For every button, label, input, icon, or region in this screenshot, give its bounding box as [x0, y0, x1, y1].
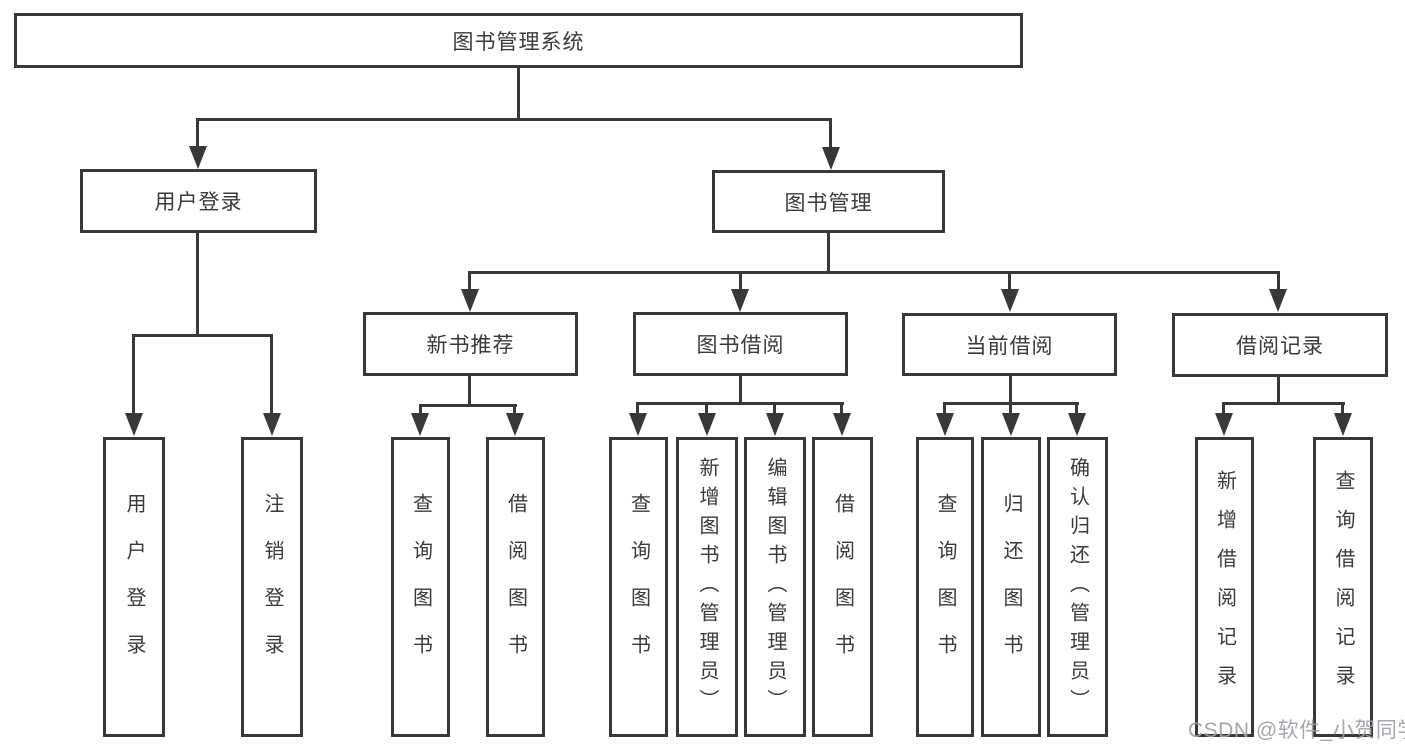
arrow-down-icon [698, 413, 716, 436]
node-new-book-rec: 新书推荐 [363, 312, 578, 376]
connector-line [517, 68, 520, 119]
connector-line [739, 271, 742, 291]
leaf-borrow-query: 查询图书 [609, 437, 668, 737]
leaf-borrow-edit: 编辑图书（管理员） [744, 437, 806, 737]
connector-line [705, 402, 708, 415]
leaf-current-confirm-label: 确认归还（管理员） [1066, 456, 1089, 718]
node-book-mgmt: 图书管理 [712, 170, 945, 233]
leaf-borrow-add-label: 新增图书（管理员） [696, 456, 718, 718]
arrow-down-icon [263, 413, 281, 436]
arrow-down-icon [1002, 413, 1020, 436]
arrow-down-icon [506, 413, 524, 436]
connector-line [419, 404, 517, 407]
node-borrow-record: 借阅记录 [1172, 313, 1388, 377]
arrow-down-icon [125, 413, 143, 436]
arrow-down-icon [1068, 413, 1086, 436]
connector-line [943, 402, 946, 415]
leaf-record-query: 查询借阅记录 [1313, 437, 1373, 737]
connector-line [419, 404, 422, 414]
node-user-login-label: 用户登录 [154, 191, 243, 214]
connector-line [1277, 377, 1280, 404]
leaf-newbook-query: 查询图书 [391, 437, 450, 737]
node-root-label: 图书管理系统 [452, 30, 585, 54]
leaf-borrow-add: 新增图书（管理员） [676, 437, 738, 737]
connector-line [132, 334, 273, 337]
connector-line [1075, 402, 1078, 415]
arrow-down-icon [461, 289, 479, 312]
leaf-current-confirm: 确认归还（管理员） [1047, 437, 1108, 737]
node-borrow-record-label: 借阅记录 [1236, 335, 1324, 358]
node-current-borrow: 当前借阅 [902, 313, 1117, 376]
connector-line [1222, 402, 1225, 415]
leaf-user-login-label: 用户登录 [123, 493, 145, 681]
arrow-down-icon [822, 147, 840, 170]
arrow-down-icon [936, 413, 954, 436]
arrow-down-icon [411, 413, 429, 436]
arrow-down-icon [1215, 413, 1233, 436]
connector-line [1009, 402, 1012, 415]
connector-line [1277, 271, 1280, 291]
connector-line [1009, 376, 1012, 404]
connector-line [739, 376, 742, 404]
connector-line [196, 232, 199, 336]
arrow-down-icon [189, 146, 207, 169]
leaf-record-add-label: 新增借阅记录 [1213, 470, 1236, 704]
node-book-mgmt-label: 图书管理 [784, 191, 873, 215]
connector-line [513, 404, 516, 414]
connector-line [636, 402, 639, 415]
node-book-borrow: 图书借阅 [633, 312, 848, 376]
leaf-logout-label: 注销登录 [261, 493, 283, 681]
node-user-login: 用户登录 [80, 169, 317, 233]
connector-line [1223, 402, 1345, 405]
leaf-borrow-borrow-label: 借阅图书 [831, 493, 854, 681]
leaf-current-query-label: 查询图书 [934, 493, 956, 681]
leaf-borrow-edit-label: 编辑图书（管理员） [764, 456, 786, 718]
connector-line [468, 271, 1280, 274]
leaf-newbook-query-label: 查询图书 [409, 493, 432, 681]
connector-line [468, 376, 471, 406]
leaf-newbook-borrow-label: 借阅图书 [504, 493, 527, 681]
connector-line [132, 334, 135, 414]
connector-line [829, 118, 832, 150]
leaf-user-login: 用户登录 [103, 437, 165, 737]
leaf-current-return: 归还图书 [981, 437, 1041, 737]
leaf-newbook-borrow: 借阅图书 [486, 437, 545, 737]
connector-line [196, 118, 832, 121]
arrow-down-icon [1334, 413, 1352, 436]
leaf-record-add: 新增借阅记录 [1195, 437, 1254, 737]
connector-line [1008, 271, 1011, 291]
arrow-down-icon [833, 413, 851, 436]
node-new-book-rec-label: 新书推荐 [426, 334, 515, 357]
connector-line [1341, 402, 1344, 415]
connector-line [468, 271, 471, 291]
leaf-logout: 注销登录 [241, 437, 303, 737]
arrow-down-icon [1001, 289, 1019, 312]
arrow-down-icon [731, 289, 749, 312]
connector-line [637, 402, 844, 405]
watermark: CSDN @软件_小贺同学 [1188, 719, 1405, 742]
connector-line [840, 402, 843, 415]
leaf-borrow-borrow: 借阅图书 [812, 437, 873, 737]
leaf-current-query: 查询图书 [916, 437, 974, 737]
connector-line [270, 334, 273, 414]
leaf-record-query-label: 查询借阅记录 [1332, 470, 1354, 704]
node-current-borrow-label: 当前借阅 [965, 334, 1054, 358]
arrow-down-icon [629, 413, 647, 436]
leaf-borrow-query-label: 查询图书 [627, 493, 650, 681]
arrow-down-icon [1269, 289, 1287, 312]
connector-line [196, 118, 199, 150]
leaf-current-return-label: 归还图书 [1000, 493, 1022, 681]
connector-line [773, 402, 776, 415]
connector-line [827, 233, 830, 273]
node-book-borrow-label: 图书借阅 [696, 334, 785, 357]
arrow-down-icon [766, 413, 784, 436]
node-root: 图书管理系统 [14, 13, 1023, 68]
